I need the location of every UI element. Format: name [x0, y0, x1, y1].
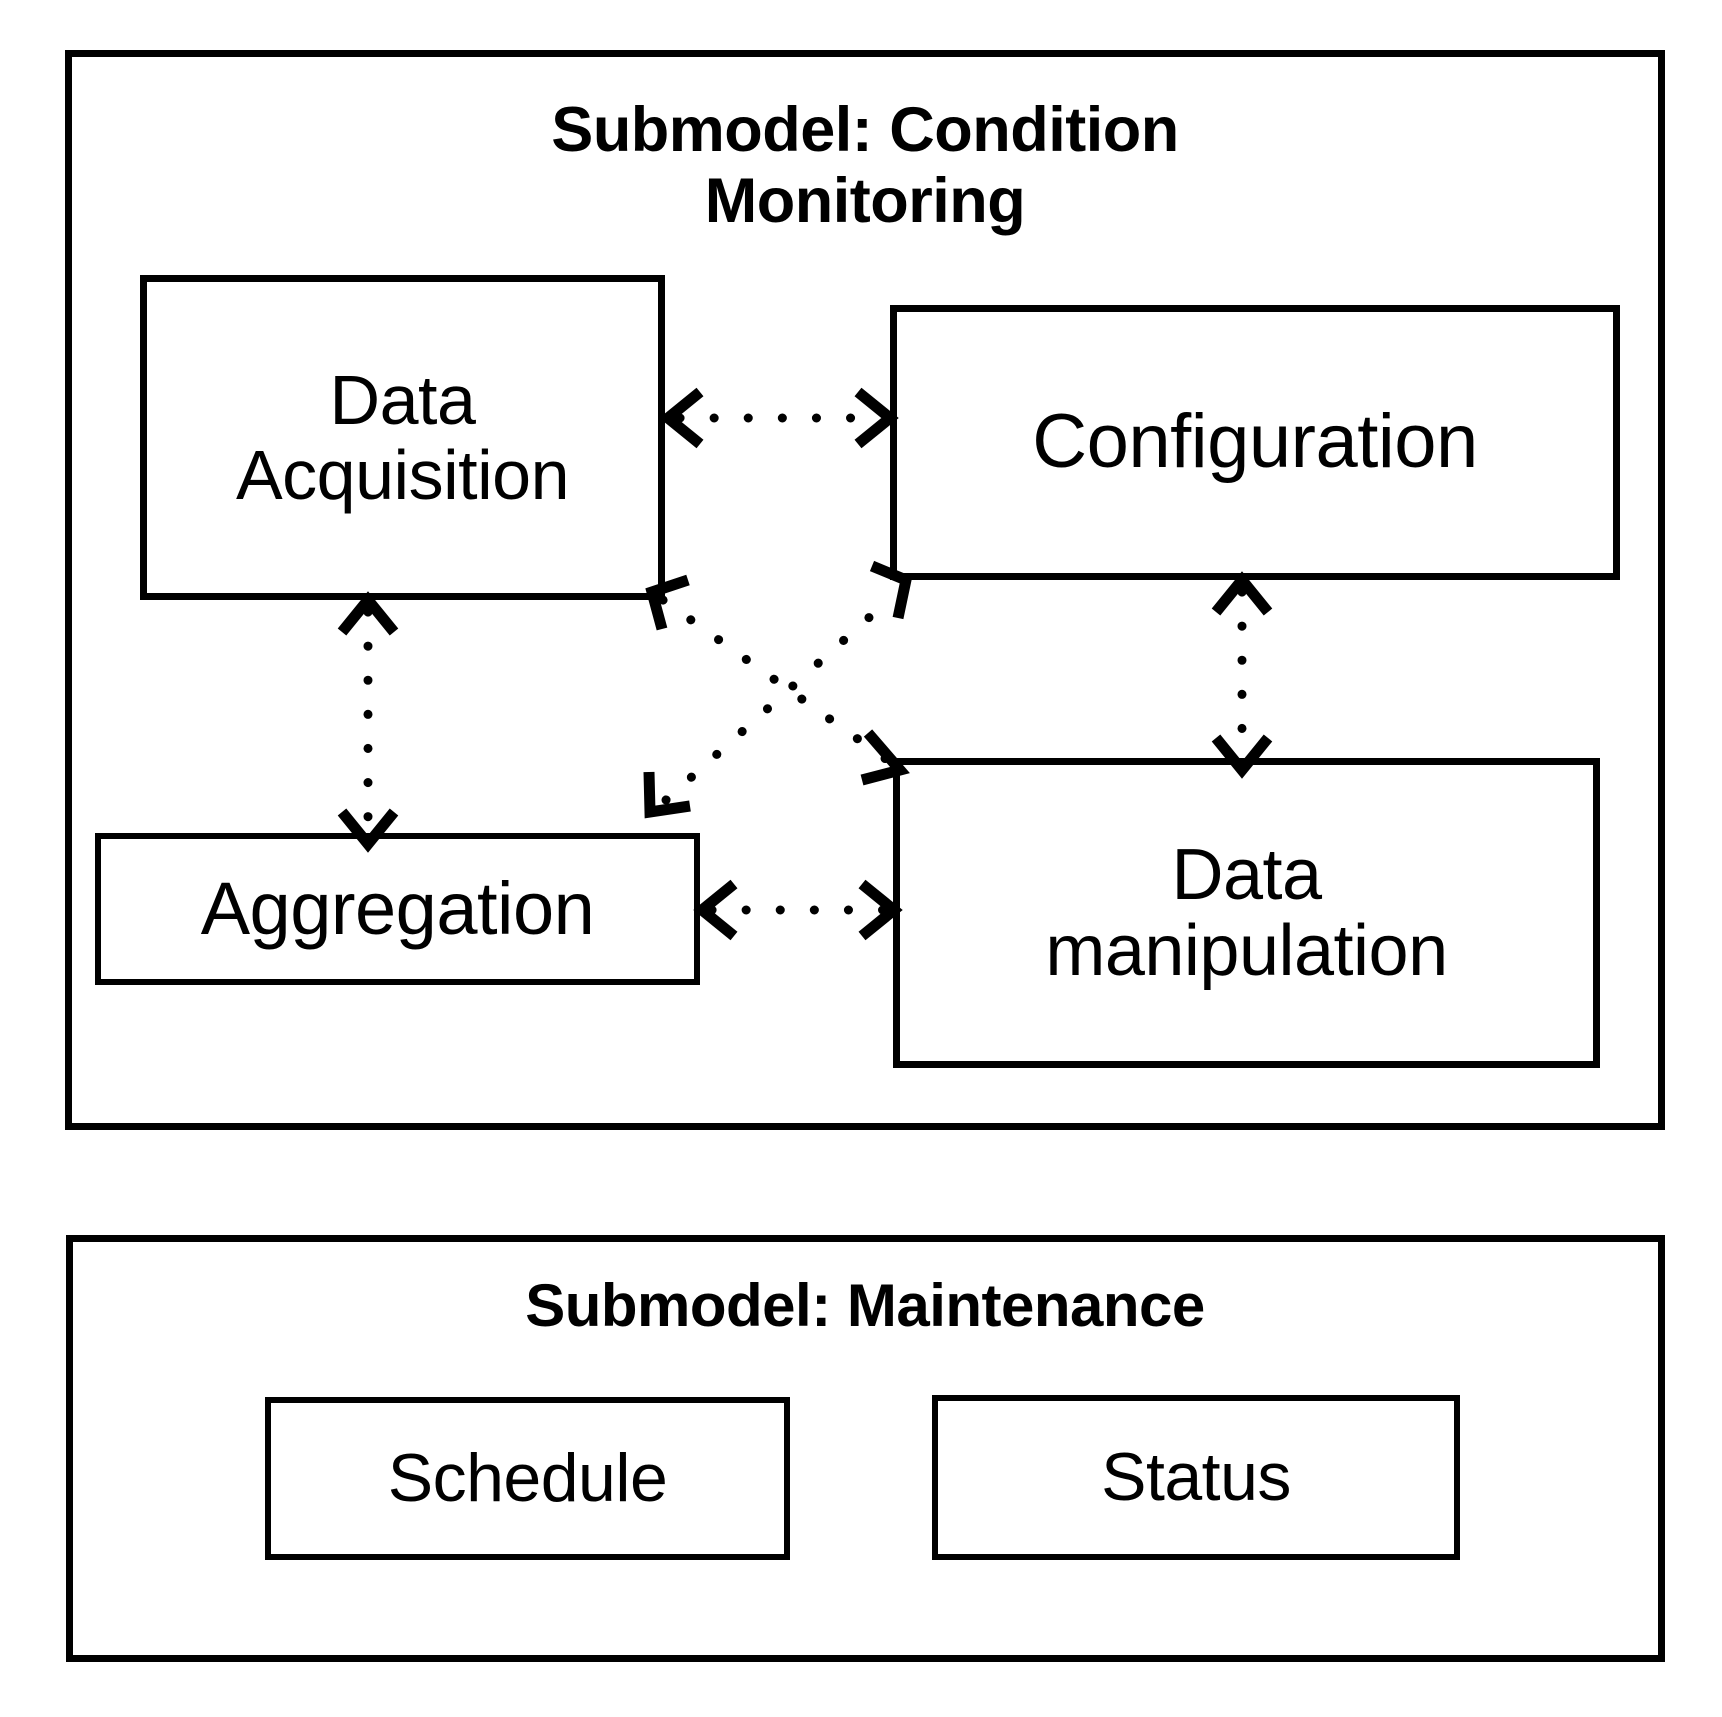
node-schedule[interactable]: Schedule: [265, 1397, 790, 1560]
node-configuration[interactable]: Configuration: [890, 305, 1620, 580]
node-aggregation-label: Aggregation: [200, 866, 595, 950]
node-aggregation[interactable]: Aggregation: [95, 833, 700, 985]
node-data-acquisition-label-line1: Data: [329, 361, 476, 440]
submodel-maintenance-title-line1: Submodel: Maintenance: [525, 1272, 1205, 1339]
submodel-condition-monitoring-title: Submodel: Condition Monitoring: [265, 95, 1465, 236]
node-data-manipulation-label-line2: manipulation: [1045, 911, 1448, 991]
submodel-maintenance-frame: [66, 1235, 1665, 1662]
node-data-manipulation[interactable]: Data manipulation: [893, 758, 1600, 1068]
submodel-maintenance-title: Submodel: Maintenance: [265, 1272, 1465, 1339]
submodel-title-line1: Submodel: Condition: [551, 95, 1179, 165]
submodel-condition-monitoring-frame: [65, 50, 1665, 1130]
node-status-label: Status: [1101, 1439, 1291, 1516]
node-status[interactable]: Status: [932, 1395, 1460, 1560]
node-data-acquisition-label-line2: Acquisition: [235, 435, 570, 514]
node-schedule-label: Schedule: [387, 1440, 668, 1517]
submodel-title-line2: Monitoring: [704, 165, 1026, 236]
node-data-manipulation-label-line1: Data: [1171, 834, 1322, 915]
node-configuration-label: Configuration: [1032, 399, 1478, 485]
node-data-acquisition[interactable]: Data Acquisition: [140, 275, 665, 600]
